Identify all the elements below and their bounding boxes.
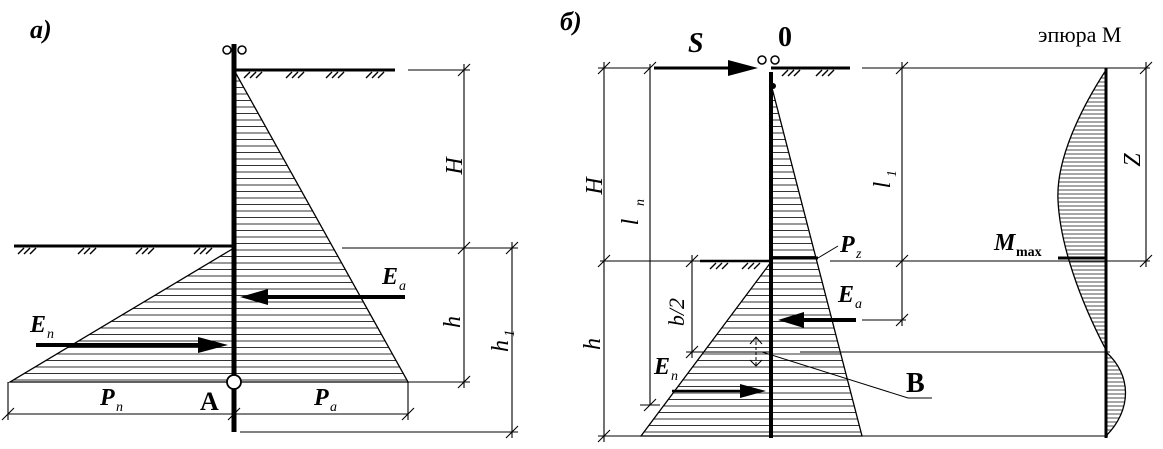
svg-text:n: n [47,327,54,342]
ea-arrowhead [240,289,268,305]
label-en: E n [29,312,54,342]
active-pressure-diagram [233,67,410,383]
b-leader [761,351,932,399]
label-ea: E a [837,282,862,312]
en-arrowhead [198,337,228,353]
ground-hatch-top [243,71,385,79]
label-point-a: A [200,387,219,416]
panel-b: б) эпюра М S 0 [560,7,1153,443]
svg-text:1: 1 [885,170,900,177]
hinge-circle [770,55,780,65]
ea-arrowhead [778,312,804,328]
svg-text:n: n [633,199,648,206]
panel-a: а) [1,15,519,439]
anchor-point [770,83,776,89]
label-h-upper: H [442,156,468,176]
label-pz: P z [839,232,862,262]
en-arrowhead [740,384,766,398]
label-ea: E a [381,264,406,294]
label-pn: P n [99,385,123,415]
label-b-half: b/2 [664,298,689,326]
passive-pressure-diagram [639,260,772,437]
hinge-circle [222,45,232,55]
hinge-circle [237,45,247,55]
svg-text:M: M [993,230,1017,256]
label-z: Z [1120,153,1146,167]
reference-lines-b [597,61,1153,443]
label-pa: P a [313,385,337,415]
ground-hatch-left [17,247,213,255]
label-s: S [688,28,704,59]
label-zero: 0 [778,22,792,53]
svg-text:E: E [653,354,670,380]
anchor-force-arrowhead [728,60,758,76]
active-pressure-diagram [770,83,863,437]
panel-b-label: б) [560,7,582,36]
ground-hatch-top [781,69,835,77]
panel-a-label: а) [30,15,52,44]
label-b: B [906,368,925,399]
svg-text:l: l [618,218,644,225]
label-h-lower: h [440,316,466,328]
label-mmax: M max [993,230,1042,260]
ground-hatch-left [709,262,761,270]
svg-text:E: E [837,282,854,308]
svg-text:P: P [99,385,115,411]
label-en: E n [653,354,678,384]
svg-text:n: n [116,400,123,415]
dimension-lines-a [1,63,519,439]
pz-leader [817,245,839,259]
svg-text:h: h [488,340,514,352]
svg-text:a: a [855,297,862,312]
label-h1: h 1 [488,330,518,353]
svg-text:z: z [855,247,862,262]
pivot-point-a [226,374,242,390]
svg-text:max: max [1016,245,1042,260]
svg-text:E: E [29,312,46,338]
label-h-upper: H [582,176,608,196]
svg-text:n: n [671,369,678,384]
hinge-circle [757,55,767,65]
svg-text:P: P [313,385,329,411]
svg-text:E: E [381,264,398,290]
moment-diagram-fill [1057,67,1107,351]
svg-text:a: a [330,400,337,415]
label-h-lower: h [580,338,606,350]
label-ln: l n [618,199,648,225]
label-l1: l 1 [870,170,900,188]
svg-text:P: P [839,232,855,258]
svg-text:a: a [399,279,406,294]
moment-diagram-fill-lower [1105,350,1126,438]
svg-text:1: 1 [502,330,518,338]
moment-diagram-title: эпюра М [1038,22,1121,47]
svg-text:l: l [870,181,896,188]
